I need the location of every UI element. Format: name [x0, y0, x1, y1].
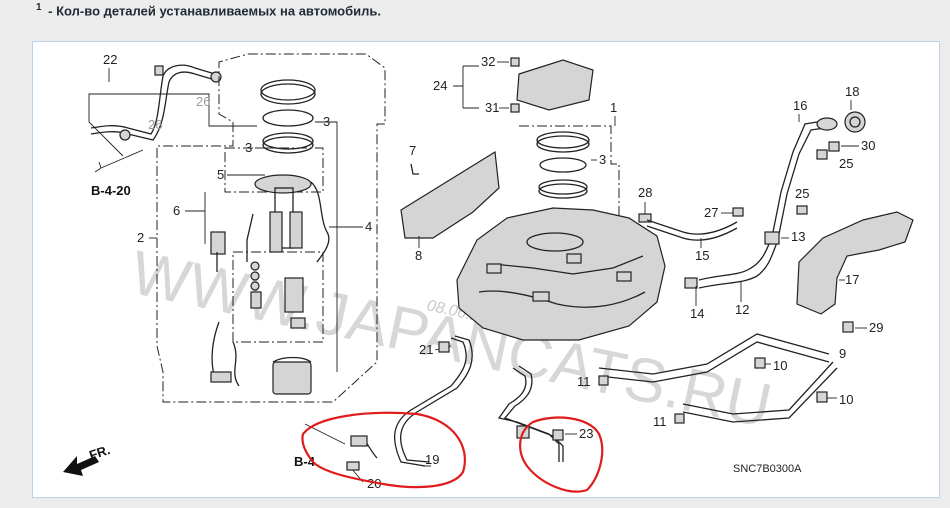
- hose-12: [698, 235, 774, 281]
- part-label-19: 19: [425, 452, 439, 467]
- clip-7: [410, 163, 419, 175]
- part-label-24: 24: [433, 78, 447, 93]
- footnote-superscript: 1: [36, 2, 42, 13]
- filler-pipe-16: [772, 121, 818, 233]
- part-label-10b: 10: [839, 392, 853, 407]
- part-label-21: 21: [419, 342, 433, 357]
- pump-group-outline: [156, 53, 386, 403]
- drawing-code: SNC7B0300A: [733, 463, 802, 475]
- splash-guard-17: [796, 211, 914, 315]
- heat-shield: [400, 150, 500, 239]
- fuel-cap: [844, 111, 866, 133]
- part-label-13: 13: [791, 229, 805, 244]
- part-label-11b: 11: [653, 414, 667, 429]
- part-label-32: 32: [481, 54, 495, 69]
- part-label-23: 23: [579, 426, 593, 441]
- part-label-29: 29: [869, 320, 883, 335]
- part-label-15: 15: [695, 248, 709, 263]
- red-markup-loop-left: [301, 411, 466, 489]
- tank-strap-lower: [682, 361, 834, 415]
- part-label-14: 14: [690, 306, 704, 321]
- pump-cover: [516, 59, 594, 111]
- part-label-1: 1: [610, 100, 617, 115]
- part-label-12: 12: [735, 302, 749, 317]
- part-label-10a: 10: [773, 358, 787, 373]
- part-label-26b: 26: [148, 117, 162, 132]
- part-label-6: 6: [173, 203, 180, 218]
- hose-15: [646, 219, 738, 235]
- part-label-22: 22: [103, 52, 117, 67]
- part-label-25b: 25: [839, 156, 853, 171]
- part-label-25a: 25: [795, 186, 809, 201]
- ref-b-4-20: B-4-20: [91, 183, 131, 198]
- parts-diagram-panel: WWW.JAPANCATS.RU 08.06.2014 22 26 26 B-4…: [32, 41, 940, 498]
- part-label-17: 17: [845, 272, 859, 287]
- part-label-11a: 11: [577, 374, 591, 389]
- tank-group-outline: [519, 125, 620, 302]
- watermark-text: WWW.JAPANCATS.RU: [125, 238, 777, 441]
- seal-rings-right: [536, 131, 590, 199]
- footnote-label: - Кол-во деталей устанавливаемых на авто…: [44, 3, 381, 19]
- part-label-2: 2: [137, 230, 144, 245]
- tank-strap-upper: [598, 333, 830, 375]
- fuel-line-19: [393, 337, 467, 467]
- part-label-31: 31: [485, 100, 499, 115]
- fuel-tank: [456, 207, 666, 341]
- pump-subgroup-outline: [224, 147, 324, 193]
- part-label-3b: 3: [245, 140, 252, 155]
- front-arrow-icon: [63, 456, 99, 476]
- filter-subgroup-outline: [232, 251, 324, 343]
- footnote-text: 1 - Кол-во деталей устанавливаемых на ав…: [36, 2, 381, 18]
- part-label-27: 27: [704, 205, 718, 220]
- fuel-pump-assembly: [210, 174, 330, 395]
- part-label-30: 30: [861, 138, 875, 153]
- part-label-26a: 26: [196, 94, 210, 109]
- seal-rings-left: [260, 79, 316, 154]
- fuel-tank-exploded-diagram: WWW.JAPANCATS.RU 08.06.2014 22 26 26 B-4…: [63, 52, 914, 493]
- part-label-9: 9: [839, 346, 846, 361]
- part-label-5: 5: [217, 167, 224, 182]
- part-label-3a: 3: [323, 114, 330, 129]
- part-label-18: 18: [845, 84, 859, 99]
- part-label-16: 16: [793, 98, 807, 113]
- vent-hose-assembly: [88, 64, 257, 157]
- part-label-4: 4: [365, 219, 372, 234]
- part-label-3c: 3: [599, 152, 606, 167]
- red-markup-loop-right: [519, 416, 604, 493]
- part-label-8: 8: [415, 248, 422, 263]
- front-label: FR.: [87, 442, 112, 463]
- part-label-28: 28: [638, 185, 652, 200]
- part-label-7: 7: [409, 143, 416, 158]
